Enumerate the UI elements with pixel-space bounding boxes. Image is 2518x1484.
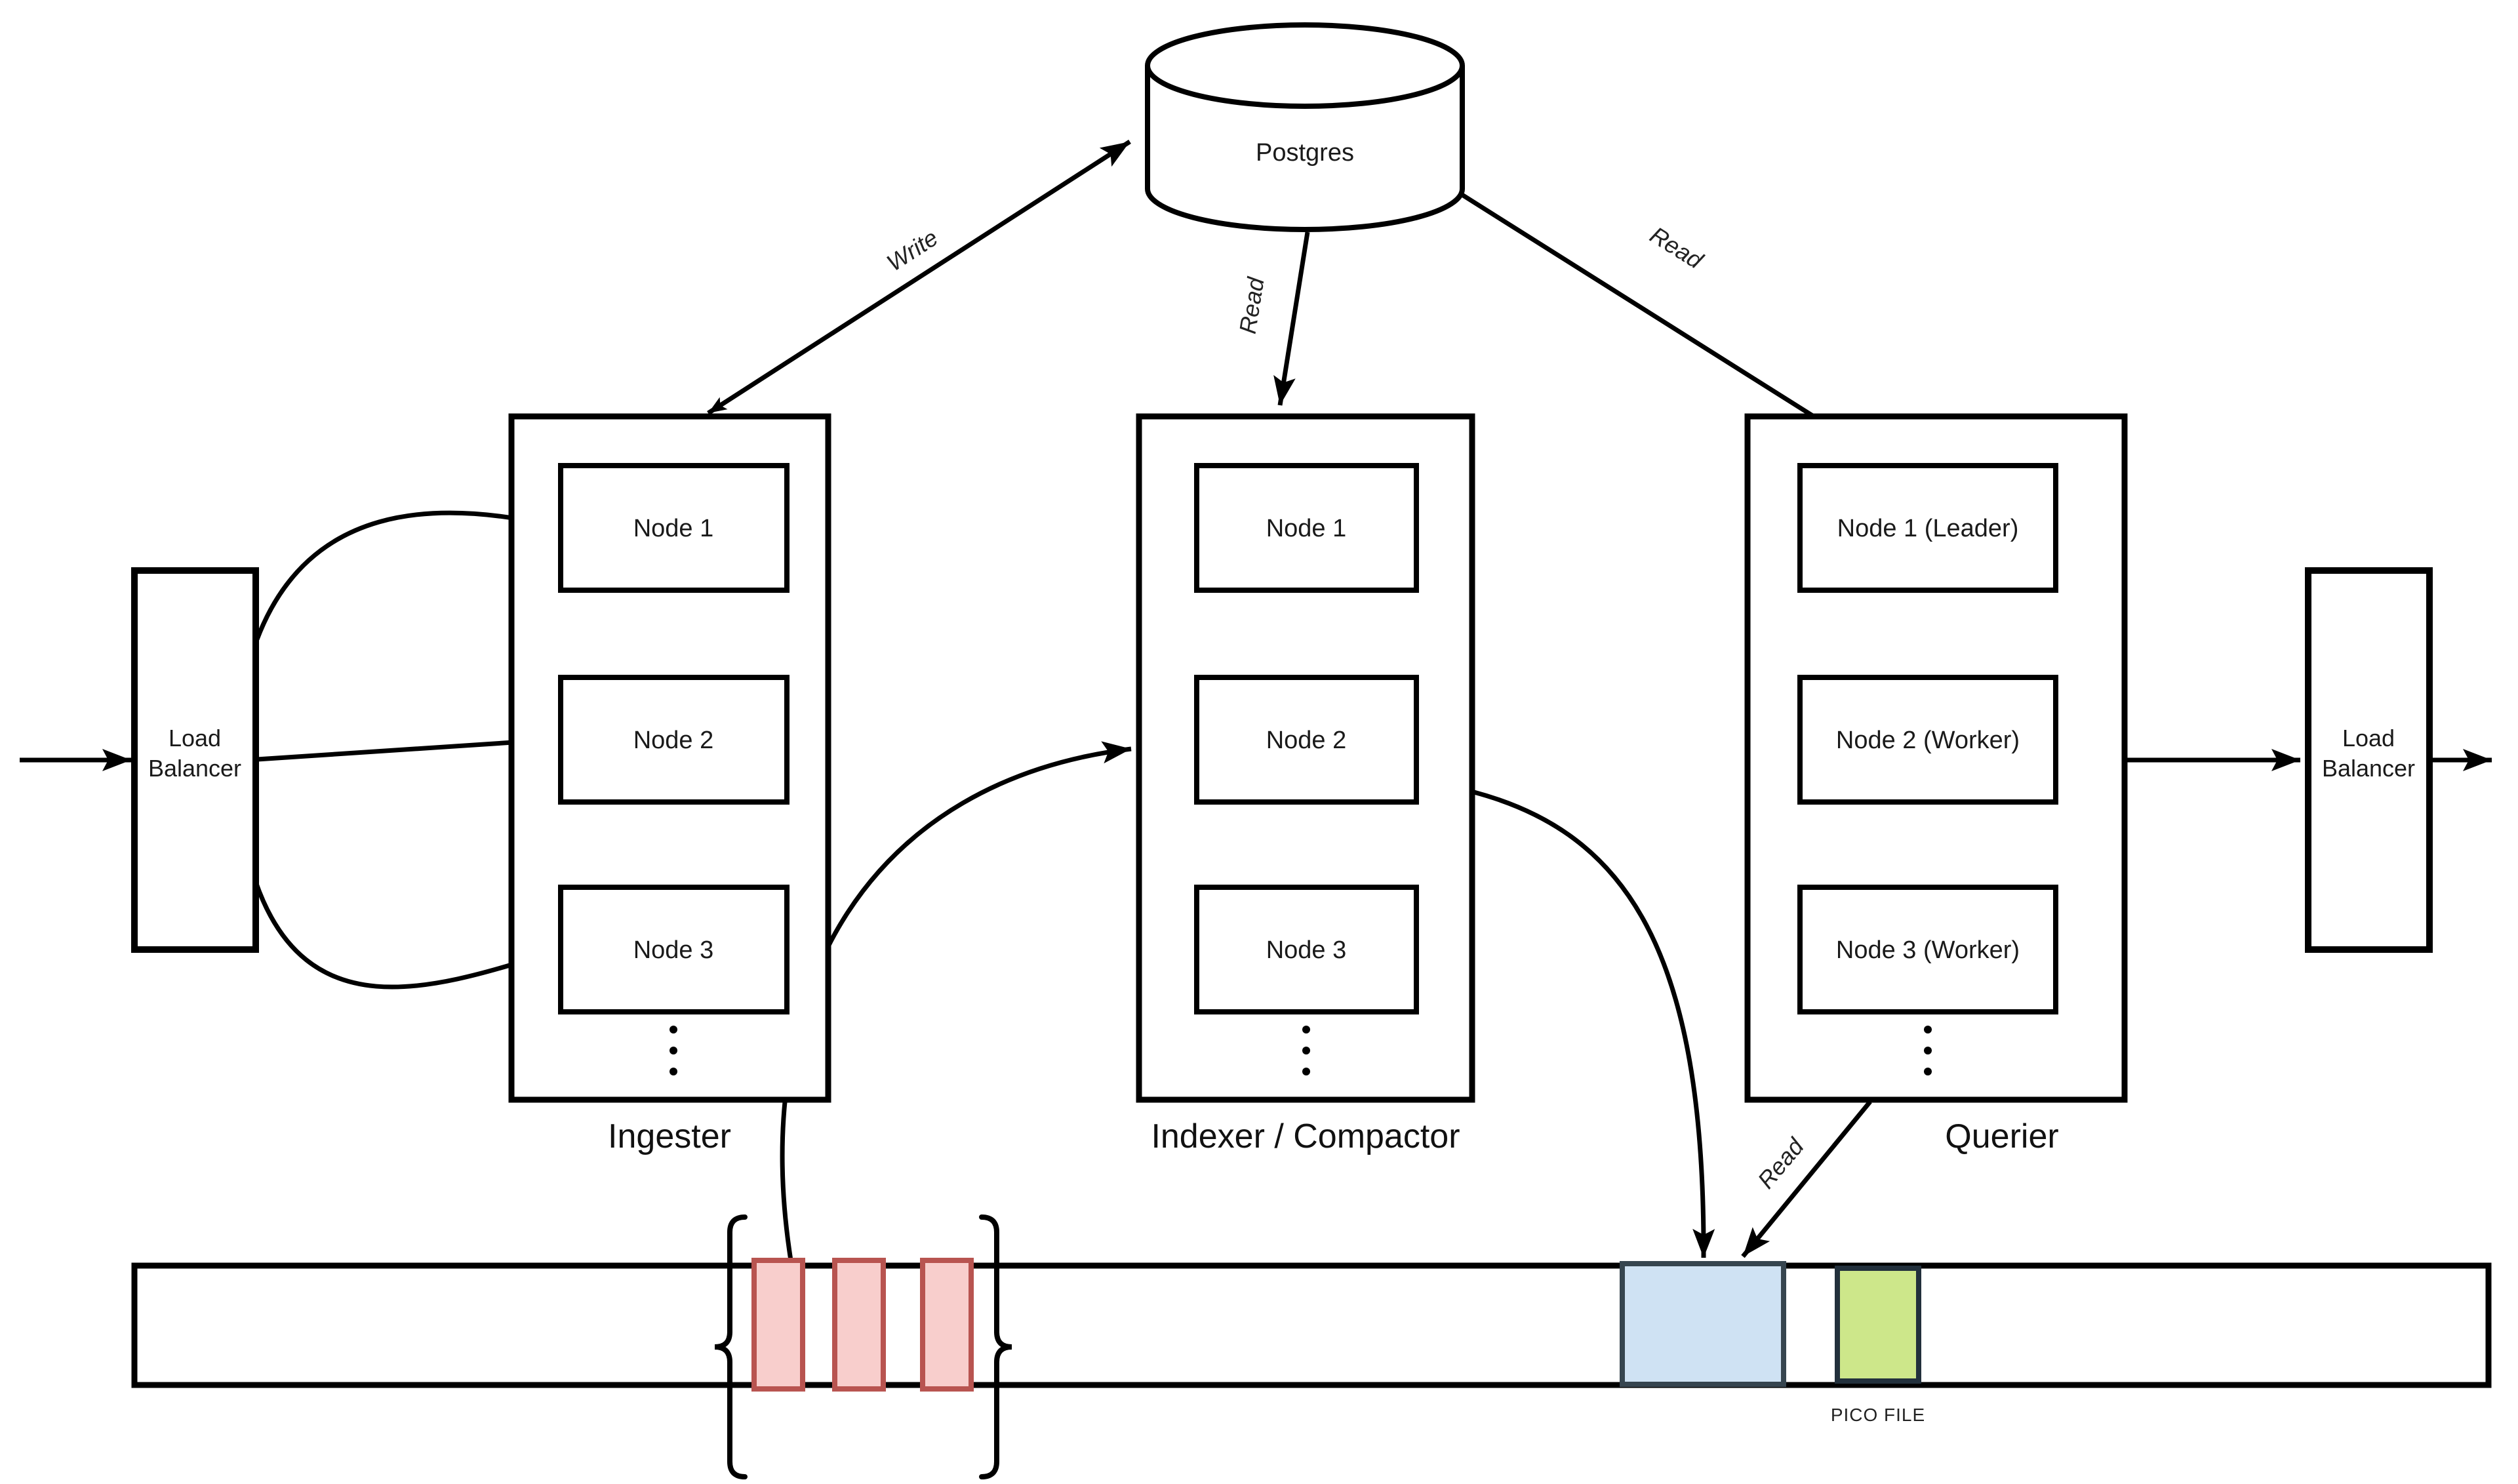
indexer-node1-box <box>1194 463 1419 593</box>
database-cylinder-top <box>1145 22 1465 109</box>
chunk-block-2 <box>832 1258 886 1392</box>
pico-file-label: PICO FILE <box>1831 1405 1925 1425</box>
ingester-group-label: Ingester <box>608 1117 731 1155</box>
indexer-group-label: Indexer / Compactor <box>1151 1117 1460 1155</box>
arrow-indexer-to-storage-block <box>1473 790 1715 1258</box>
postgres-database: Postgres <box>1145 22 1465 232</box>
group-ingester: Node 1 Node 2 Node 3 Ingester <box>508 413 831 1155</box>
arrow-read-postgres-to-indexer <box>1273 231 1310 406</box>
edge-label-read-to-querier: Read <box>1645 221 1708 274</box>
load-balancer-left-box <box>131 567 259 953</box>
chunk-block-3 <box>920 1258 974 1392</box>
load-balancer-right-label-line1: Load <box>2342 725 2395 752</box>
ellipsis-dots <box>1302 1026 1310 1075</box>
load-balancer-left-label-line2: Balancer <box>148 755 241 782</box>
group-querier: Node 1 (Leader) Node 2 (Worker) Node 3 (… <box>1744 413 2128 1155</box>
load-balancer-right-label-line2: Balancer <box>2322 755 2415 782</box>
indexer-node2-box <box>1194 675 1419 805</box>
indexer-node3-label: Node 3 <box>1266 936 1347 964</box>
querier-node3-label: Node 3 (Worker) <box>1836 936 2020 964</box>
ingester-node1-box <box>558 463 789 593</box>
storage-block-blue <box>1620 1261 1786 1387</box>
indexer-node1-label: Node 1 <box>1266 515 1347 542</box>
chunk-block-1 <box>751 1258 805 1392</box>
load-balancer-left: Load Balancer <box>131 567 259 953</box>
arrow-read-querier-to-storage-block <box>1741 1100 1872 1258</box>
arrow-storage-chunks-to-indexer <box>780 741 1132 1261</box>
querier-node2-label: Node 2 (Worker) <box>1836 727 2020 754</box>
load-balancer-right: Load Balancer <box>2305 567 2433 953</box>
ingester-node3-box <box>558 885 789 1014</box>
load-balancer-right-box <box>2305 567 2433 953</box>
querier-node2-box <box>1797 675 2058 805</box>
load-balancer-left-label-line1: Load <box>169 725 221 752</box>
database-label: Postgres <box>1256 139 1354 167</box>
group-indexer-compactor: Node 1 Node 2 Node 3 Indexer / Compactor <box>1136 413 1475 1155</box>
edge-label-read-to-indexer: Read <box>1234 275 1269 335</box>
brace-right <box>979 1214 1012 1479</box>
storage-bar: PICO FILE <box>131 1214 2492 1479</box>
ellipsis-dots <box>1924 1026 1932 1075</box>
pico-file-block <box>1835 1266 1921 1384</box>
ellipsis-dots <box>669 1026 677 1075</box>
querier-node1-box <box>1797 463 2058 593</box>
brace-left <box>714 1214 748 1479</box>
arrow-lb-to-ingester-node1 <box>254 510 555 641</box>
querier-group-label: Querier <box>1945 1117 2058 1155</box>
arrow-write-ingester-to-postgres <box>707 140 1131 415</box>
ingester-node2-label: Node 2 <box>633 727 714 754</box>
ingester-node3-label: Node 3 <box>633 936 714 964</box>
ingester-node1-label: Node 1 <box>633 515 714 542</box>
querier-node3-box <box>1797 885 2058 1014</box>
arrow-lb-to-ingester-node2 <box>256 731 553 762</box>
querier-node1-label: Node 1 (Leader) <box>1837 515 2019 542</box>
storage-bar-box <box>131 1262 2492 1388</box>
arrow-read-postgres-to-querier <box>1410 161 1881 460</box>
indexer-node2-label: Node 2 <box>1266 727 1347 754</box>
indexer-node3-box <box>1194 885 1419 1014</box>
ingester-node2-box <box>558 675 789 805</box>
database-cylinder-body <box>1145 66 1465 232</box>
arrow-lb-to-ingester-node3 <box>253 881 554 990</box>
